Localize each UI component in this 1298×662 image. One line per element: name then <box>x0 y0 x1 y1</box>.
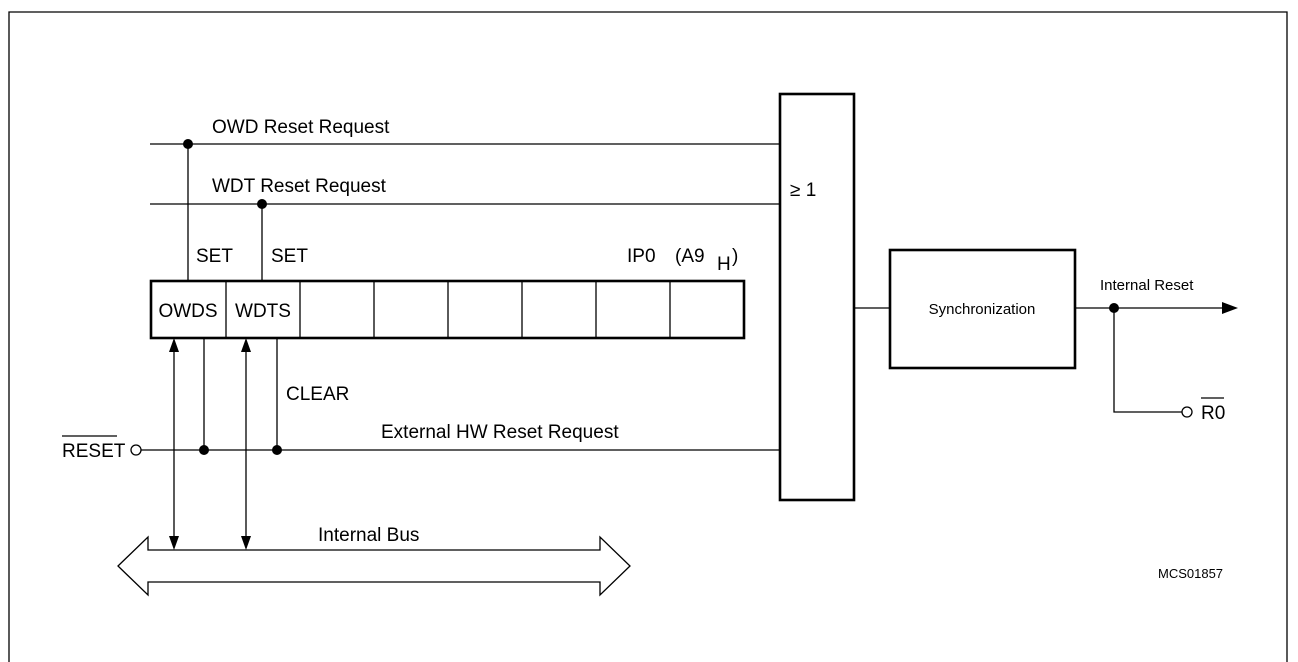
reset-pin-label: RESET <box>62 441 126 462</box>
r0-pin-circle <box>1181 406 1193 418</box>
synchronization-label: Synchronization <box>929 301 1036 318</box>
register-bit-wdts: WDTS <box>235 301 291 322</box>
owds-bus-arrow <box>169 338 179 550</box>
wdt-request-label: WDT Reset Request <box>212 176 387 197</box>
or-gate-box <box>778 92 856 502</box>
figure-frame <box>8 11 1288 662</box>
clear-label: CLEAR <box>286 384 349 405</box>
r0-pin-label: R0 <box>1201 403 1225 424</box>
internal-bus-label: Internal Bus <box>318 525 419 546</box>
wdts-bus-arrow <box>241 338 251 550</box>
register-address-subscript: H <box>717 254 731 275</box>
set-label-wdts: SET <box>271 246 308 267</box>
internal-bus-arrow <box>117 535 631 597</box>
or-gate-label: ≥ 1 <box>790 180 816 201</box>
owds-clear-dot <box>199 445 209 455</box>
external-request-label: External HW Reset Request <box>381 422 619 443</box>
wdts-clear-dot <box>272 445 282 455</box>
ip0-register: OWDS WDTS <box>149 279 746 340</box>
synchronization-box <box>888 248 1077 370</box>
internal-reset-label: Internal Reset <box>1100 277 1194 294</box>
reset-pin-circle <box>130 444 142 456</box>
register-address-close: ) <box>732 246 738 267</box>
register-name-label: IP0 <box>627 246 656 267</box>
register-address-label: (A9 <box>675 246 705 267</box>
internal-reset-arrowhead <box>1222 302 1238 314</box>
owd-junction-dot <box>183 139 193 149</box>
set-label-owds: SET <box>196 246 233 267</box>
wdt-junction-dot <box>257 199 267 209</box>
r0-branch-line <box>1113 308 1182 413</box>
figure-id-label: MCS01857 <box>1158 566 1223 581</box>
owd-request-label: OWD Reset Request <box>212 117 390 138</box>
register-bit-owds: OWDS <box>158 301 217 322</box>
